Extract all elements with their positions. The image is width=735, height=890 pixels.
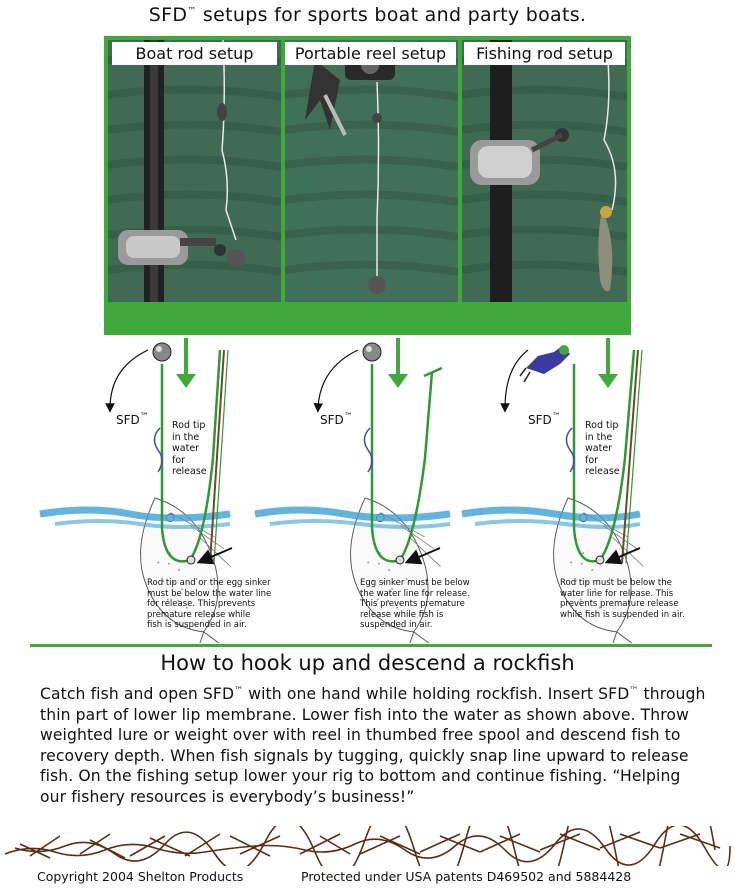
section-title: How to hook up and descend a rockfish <box>160 651 575 675</box>
caption-fishing-rod: Fishing rod setup <box>464 42 625 65</box>
page-title: SFD™ setups for sports boat and party bo… <box>148 4 587 26</box>
caption-boat-rod: Boat rod setup <box>112 42 277 65</box>
diagram-fishing-rod <box>461 338 672 643</box>
caption-bar <box>108 304 627 331</box>
copyright-text: Copyright 2004 Shelton Products <box>37 869 244 884</box>
fishing-rod-photo <box>462 40 627 302</box>
diagram-drawing <box>39 338 672 643</box>
diagram-boat-rod <box>39 338 259 643</box>
section-divider <box>30 644 712 647</box>
instructions-text: Catch fish and open SFD™ with one hand w… <box>40 685 706 806</box>
sfd-label-3: SFD™ <box>528 412 561 428</box>
setup-photos-frame: Boat rod setup Portable reel setup Fishi… <box>104 36 631 335</box>
portable-reel-image <box>285 40 458 302</box>
lure-icon <box>519 345 570 383</box>
portable-reel-photo <box>285 40 458 302</box>
boat-rod-photo <box>108 40 281 302</box>
diagram-portable-reel <box>254 338 469 643</box>
patent-text: Protected under USA patents D469502 and … <box>301 869 632 884</box>
decorative-scribble <box>4 826 731 866</box>
sfd-label-1: SFD™ <box>116 412 149 428</box>
boat-rod-image <box>108 40 281 302</box>
caption-portable-reel: Portable reel setup <box>285 42 456 65</box>
fishing-rod-image <box>462 40 627 302</box>
sfd-label-2: SFD™ <box>320 412 353 428</box>
